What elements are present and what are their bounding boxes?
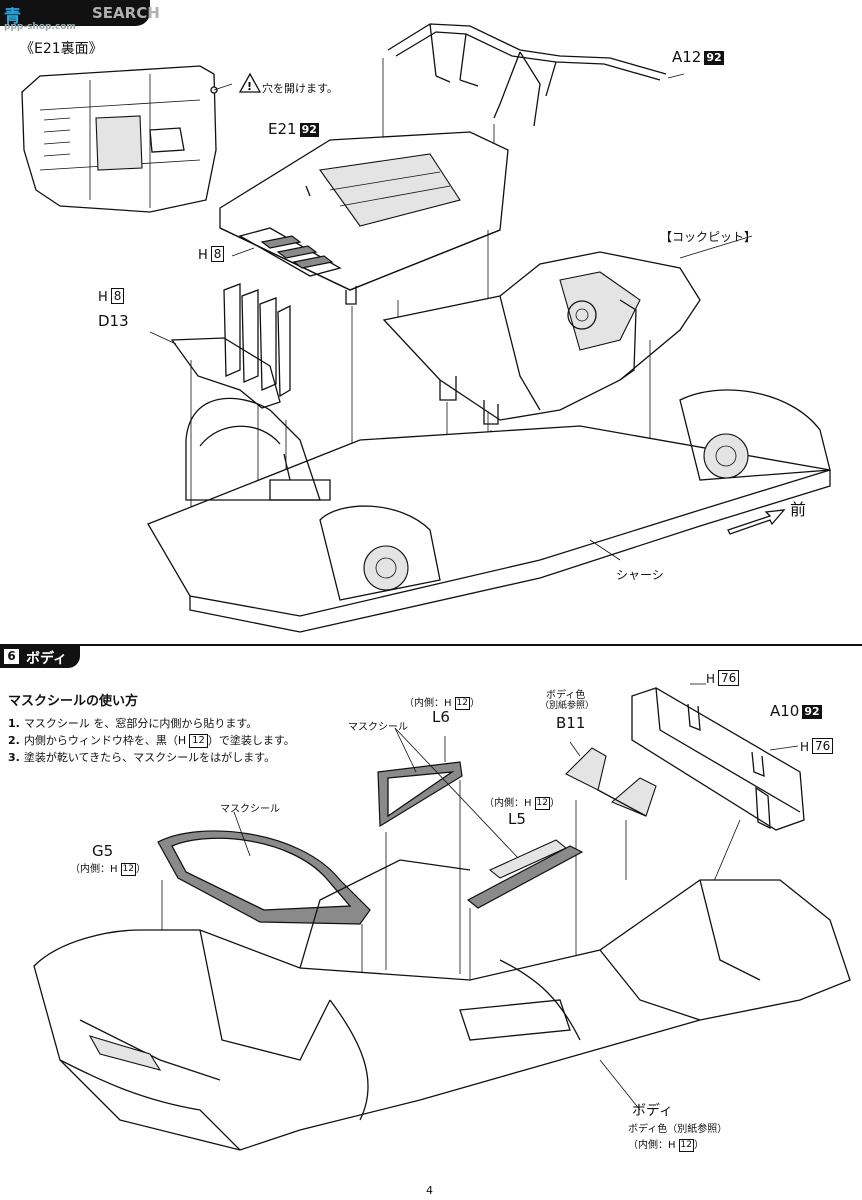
section-number: 6 [4,649,19,664]
body-label: ボディ [632,1103,674,1119]
part-a10-id: A10 [770,702,800,720]
paint-code: 12 [534,797,550,810]
watermark-logo: 青 [4,7,21,27]
mask-seal-instructions: マスクシールの使い方 1.マスクシール を、窓部分に内側から貼ります。 2.内側… [8,690,328,766]
inside-end: ） [693,1140,704,1151]
part-d13-label: D13 [98,312,129,330]
step-text: 内側からウィンドウ枠を、黒（H [23,734,187,747]
paint-h76-a: H [706,672,716,686]
step-number: 1. [8,717,20,730]
cockpit-label: 【コックピット】 [660,230,757,244]
window-l6 [377,761,463,828]
paint-code-a12: 92 [704,51,724,65]
instruction-step-3: 3.塗装が乾いてきたら、マスクシールをはがします。 [8,749,328,766]
part-l5-label: L5 [508,810,526,828]
caution-text: 穴を開けます。 [262,82,338,95]
chassis-floor [147,389,831,633]
paint-h8-a-code: 8 [210,246,225,262]
mask-seal-label-a: マスクシール [348,722,408,733]
part-e21-id: E21 [268,120,297,138]
inside-end: ） [135,864,146,875]
window-l5 [466,839,584,909]
section-6-header: 6 ボディ [0,646,80,668]
part-g5-label: G5 [92,842,114,860]
chassis-label: シャーシ [616,568,664,582]
inset-title: 《E21裏面》 [20,41,103,57]
part-b11-label: B11 [556,714,586,732]
step-number: 2. [8,734,20,747]
body-color-ref-b11: （別紙参照） [540,701,595,711]
inside-text: （内側：H [70,864,118,875]
paint-h8-b-code: 8 [110,288,125,304]
paint-code-e21: 92 [299,123,319,137]
body-color-note-b11: ボディ色 [546,690,586,701]
step-text: 塗装が乾いてきたら、マスクシールをはがします。 [23,751,276,764]
paint-h76-a-code: 76 [718,670,740,686]
svg-text:!: ! [247,80,252,93]
paint-h76-b-code: 76 [812,738,834,754]
mask-seal-label-b: マスクシール [220,804,280,815]
rear-wing-a10 [631,687,805,831]
e21-panel [219,131,509,305]
instruction-step-1: 1.マスクシール を、窓部分に内側から貼ります。 [8,715,328,732]
paint-code: 12 [454,697,470,710]
part-l6-label: L6 [432,708,450,726]
paint-code: 12 [189,734,208,748]
step-text: マスクシール を、窓部分に内側から貼ります。 [23,717,258,730]
e21-underside-inset [21,65,233,213]
roll-cage-a12 [387,23,667,127]
wing-stay-b11 [565,747,657,817]
instructions-heading: マスクシールの使い方 [8,694,139,709]
step-header-tab [0,0,150,26]
paint-h8-b: H [98,290,108,305]
step-number: 3. [8,751,20,764]
front-arrow [727,509,786,535]
section-title: ボディ [26,651,68,667]
section-divider [0,644,862,646]
inside-end: ） [549,798,560,809]
paint-code-a10: 92 [802,705,822,719]
inside-text: （内側：H [404,698,452,709]
inside-text: （内側：H [484,798,532,809]
paint-h76-b: H [800,740,810,754]
paint-h8-a: H [198,248,208,263]
body-color-note: ボディ色（別紙参照） [628,1124,728,1135]
seat-d13 [170,283,291,409]
step-text-tail: ）で塗装します。 [207,734,295,747]
inside-text: （内側：H [628,1140,676,1151]
paint-code: 12 [120,863,136,876]
cockpit-tub [382,251,701,425]
inside-end: ） [469,698,480,709]
watermark-site: SEARCH [92,4,160,22]
page-number: 4 [426,1184,433,1197]
windscreen-g5 [157,830,371,925]
body-shell [33,859,851,1151]
part-a12-id: A12 [672,48,702,66]
caution-icon [238,72,262,93]
paint-code: 12 [678,1139,694,1152]
watermark-url: ppp-shop.com [4,22,76,32]
front-label: 前 [790,500,807,519]
